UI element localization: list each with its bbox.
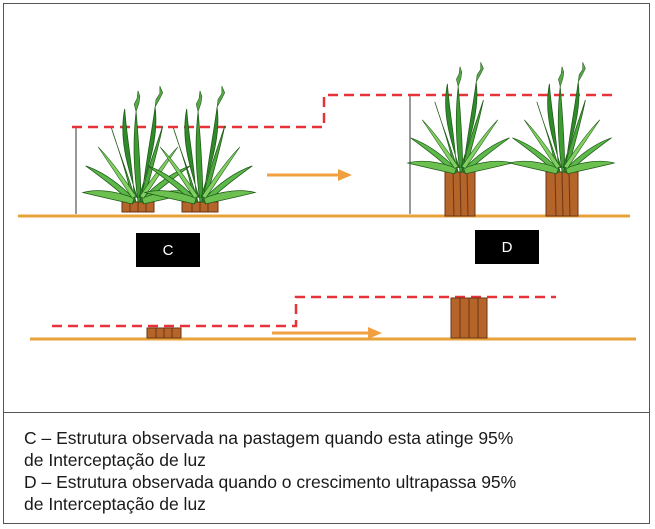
label-d-text: D [501, 238, 513, 256]
caption-divider [4, 412, 650, 413]
grass-clump-c-left [82, 85, 194, 213]
label-c-text: C [162, 241, 174, 259]
grass-clump-d-left [407, 61, 513, 217]
arrow-top [267, 169, 352, 181]
caption-line-1: C – Estrutura observada na pastagem quan… [24, 428, 514, 448]
pasture-diagram [18, 61, 636, 341]
label-d: D [475, 230, 539, 264]
stem-base-tall [450, 297, 488, 339]
canopy-height-line-bottom [52, 295, 556, 328]
grass-clump-d-right [509, 61, 615, 217]
grass-clump-c-right [144, 85, 256, 213]
caption: C – Estrutura observada na pastagem quan… [24, 427, 644, 515]
caption-line-3: D – Estrutura observada quando o crescim… [24, 472, 517, 492]
label-c: C [136, 233, 200, 267]
caption-line-2: de Interceptação de luz [24, 450, 206, 470]
figure-frame [3, 3, 650, 524]
arrow-bottom [272, 327, 382, 339]
stem-base-small [146, 327, 182, 339]
canopy-height-line-c [72, 93, 410, 129]
caption-line-4: de Interceptação de luz [24, 494, 206, 514]
